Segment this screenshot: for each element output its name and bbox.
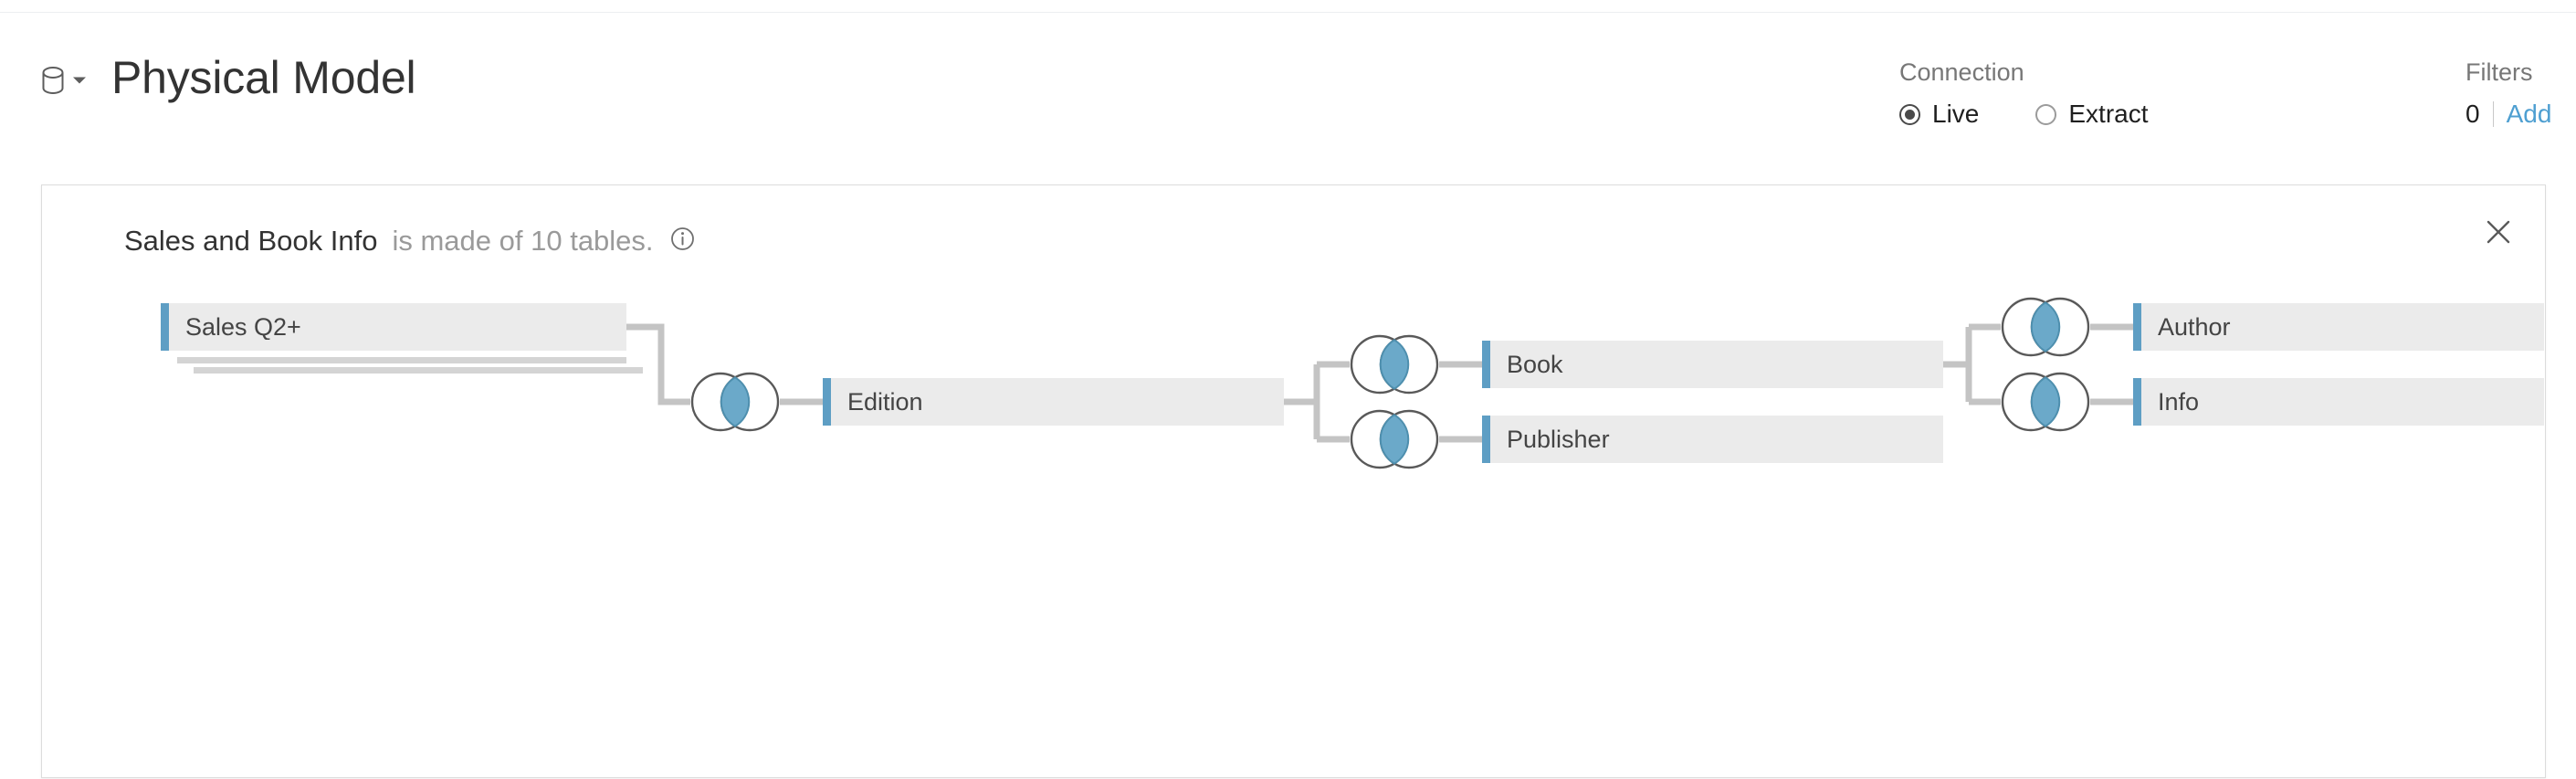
connection-group: Connection Live Extract (1899, 60, 2292, 127)
join-icon-sales-edition[interactable] (690, 370, 780, 434)
logical-table-name[interactable]: Sales and Book Info (124, 225, 378, 257)
filters-divider (2492, 101, 2494, 127)
join-icon-edition-publisher[interactable] (1350, 407, 1439, 471)
join-icon-book-info[interactable] (2001, 370, 2090, 434)
join-icon-edition-book[interactable] (1350, 332, 1439, 396)
filters-add-link[interactable]: Add (2506, 100, 2552, 128)
table-label: Edition (847, 389, 923, 415)
physical-model-card: Sales and Book Info is made of 10 tables… (41, 184, 2546, 778)
table-label: Publisher (1507, 426, 1610, 452)
connection-label: Connection (1899, 58, 2024, 86)
table-label: Info (2158, 389, 2200, 415)
table-accent-bar (823, 378, 831, 426)
table-node-author[interactable]: Author (2133, 303, 2544, 351)
table-accent-bar (1482, 341, 1490, 388)
radio-dot-extract (2035, 103, 2057, 125)
table-accent-bar (161, 303, 169, 351)
table-label: Sales Q2+ (185, 314, 301, 340)
connection-live-label: Live (1932, 100, 1980, 128)
table-accent-bar (1482, 416, 1490, 463)
table-accent-bar (2133, 303, 2141, 351)
table-stack-layer-1 (177, 357, 626, 363)
filters-group: Filters 0 Add (2466, 60, 2576, 127)
table-node-sales-q2[interactable]: Sales Q2+ (161, 303, 626, 351)
page-title: Physical Model (111, 52, 416, 103)
database-cylinder-icon (40, 65, 66, 96)
table-label: Author (2158, 314, 2231, 340)
table-node-book[interactable]: Book (1482, 341, 1943, 388)
table-label: Book (1507, 352, 1563, 377)
filters-label: Filters (2466, 58, 2533, 86)
table-accent-bar (2133, 378, 2141, 426)
toolbar-top-divider (0, 12, 2576, 13)
table-node-info[interactable]: Info (2133, 378, 2544, 426)
filters-count: 0 (2466, 100, 2480, 128)
table-node-edition[interactable]: Edition (823, 378, 1284, 426)
datasource-menu-button[interactable] (40, 65, 87, 96)
connection-extract-label: Extract (2068, 100, 2149, 128)
info-circle-icon[interactable] (670, 226, 695, 256)
join-wires (626, 323, 2133, 443)
toolbar: Physical Model Connection Live Extract F… (0, 13, 2576, 159)
physical-model-diagram: Sales Q2+ Edition Book Publisher Author … (42, 185, 2547, 779)
table-node-publisher[interactable]: Publisher (1482, 416, 1943, 463)
connection-radio-extract[interactable]: Extract (2035, 100, 2149, 128)
card-header: Sales and Book Info is made of 10 tables… (124, 226, 695, 256)
page-title-block: Physical Model (40, 52, 416, 103)
radio-dot-live (1899, 103, 1920, 125)
join-icon-book-author[interactable] (2001, 295, 2090, 359)
table-stack-layer-2 (194, 367, 643, 374)
connection-radio-live[interactable]: Live (1899, 101, 1979, 127)
chevron-down-icon (72, 76, 87, 85)
close-icon[interactable] (2477, 211, 2519, 253)
logical-table-subtitle: is made of 10 tables. (392, 225, 654, 257)
